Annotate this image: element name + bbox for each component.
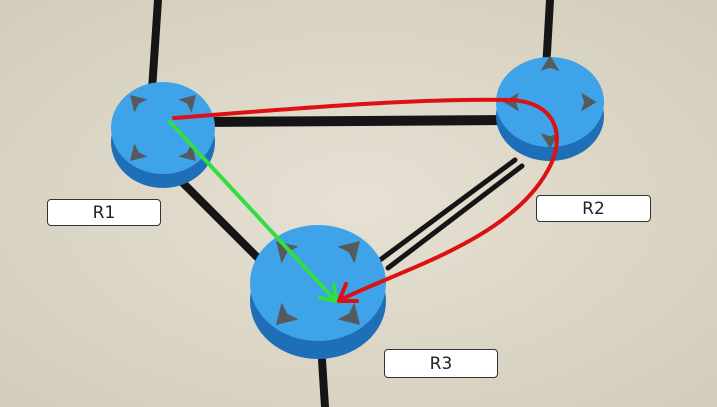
cable-r3-down bbox=[318, 356, 329, 407]
red-path bbox=[172, 97, 559, 303]
router-label-r2: R2 bbox=[536, 195, 651, 222]
red-arrowhead-icon bbox=[337, 282, 359, 303]
router-r1[interactable] bbox=[111, 82, 215, 188]
green-path bbox=[168, 120, 338, 303]
cable-r1-r2 bbox=[195, 115, 515, 127]
green-arrowhead-icon bbox=[318, 283, 338, 303]
cable-r2-r3-b bbox=[385, 163, 525, 271]
cable-r1-up bbox=[148, 0, 162, 94]
router-label-r3: R3 bbox=[384, 349, 498, 378]
cables bbox=[148, 0, 554, 407]
cable-r2-r3-a bbox=[377, 157, 518, 263]
cable-r1-r3 bbox=[176, 176, 269, 269]
router-r3[interactable] bbox=[250, 225, 386, 359]
router-label-r1: R1 bbox=[47, 199, 161, 226]
router-r2[interactable] bbox=[496, 55, 604, 161]
